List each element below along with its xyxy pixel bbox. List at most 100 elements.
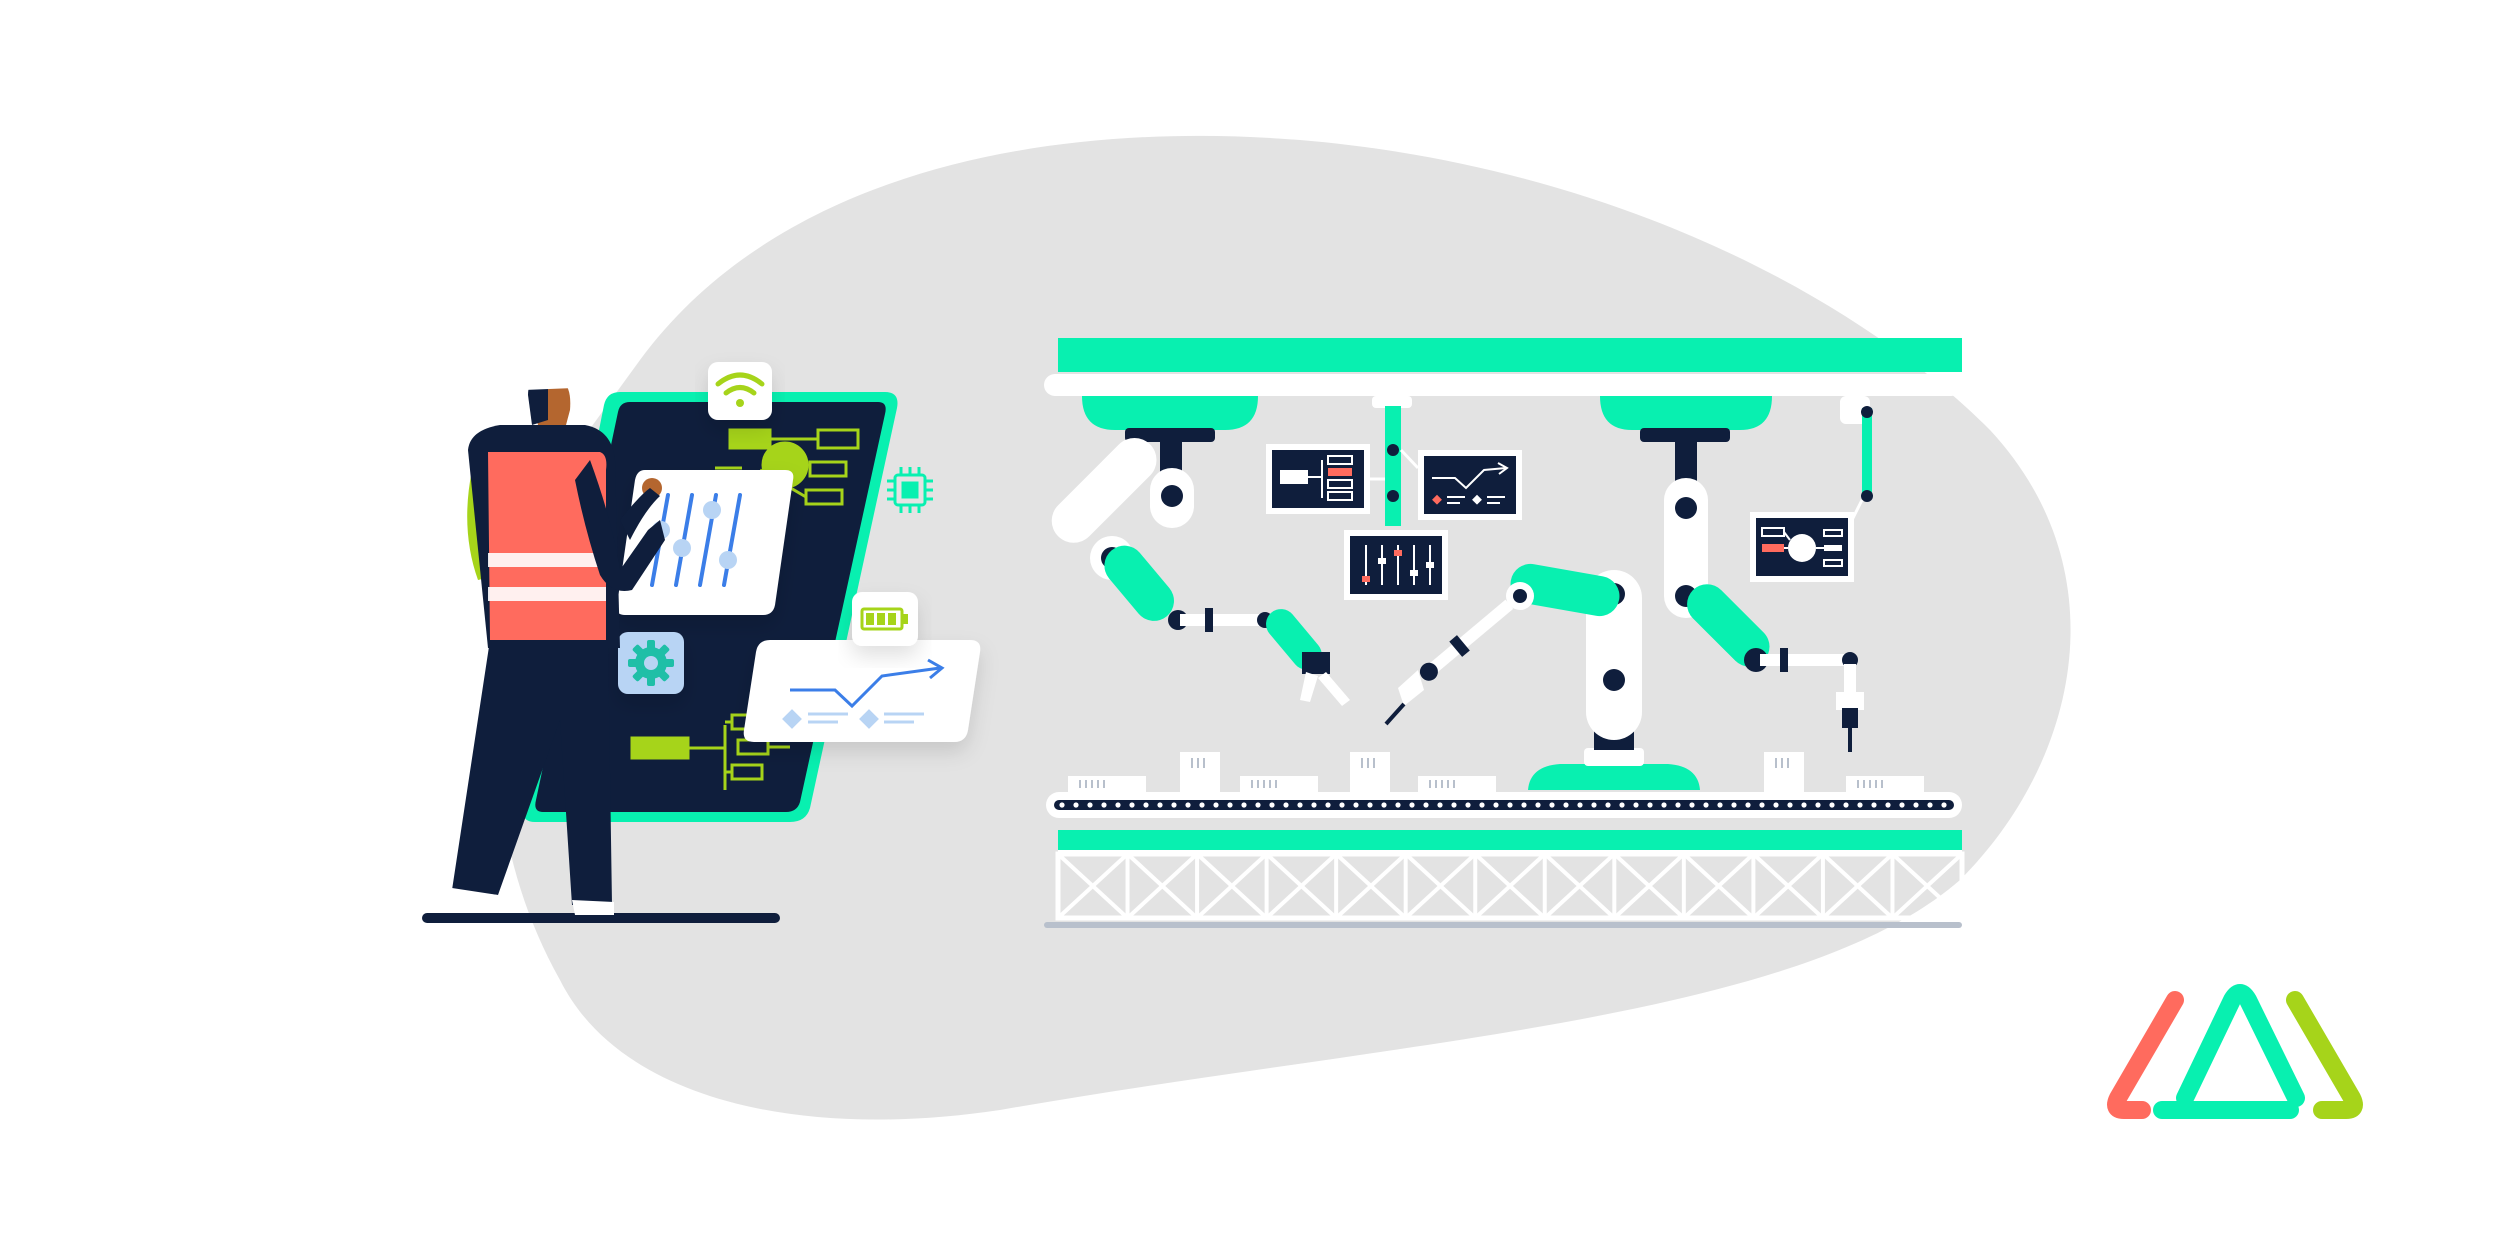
- truss-strut: [1612, 852, 1686, 920]
- conveyor-roller: [1269, 802, 1275, 808]
- conveyor-roller: [1353, 802, 1359, 808]
- conveyor-roller: [1255, 802, 1261, 808]
- conveyor-roller: [1633, 802, 1639, 808]
- conveyor-roller: [1479, 802, 1485, 808]
- hard-hat: [524, 364, 574, 390]
- tablet-diagram-bottom: [630, 713, 790, 790]
- conveyor-roller: [1843, 802, 1849, 808]
- conveyor-roller: [1143, 802, 1149, 808]
- tall-box: [1180, 752, 1220, 792]
- conveyor-roller: [1171, 802, 1177, 808]
- conveyor-roller: [1591, 802, 1597, 808]
- conveyor-roller: [1339, 802, 1345, 808]
- conveyor-roller: [1703, 802, 1709, 808]
- conveyor-roller: [1535, 802, 1541, 808]
- conveyor-roller: [1325, 802, 1331, 808]
- flat-box: [1240, 776, 1318, 792]
- robot-arm-3: [1664, 442, 1864, 752]
- chip-icon: [887, 467, 933, 513]
- chart-card: [743, 640, 981, 742]
- flat-box: [1068, 776, 1146, 792]
- conveyor-roller: [1941, 802, 1947, 808]
- monitor-chart-panel: [1399, 448, 1522, 520]
- truss-strut: [1821, 852, 1894, 920]
- conveyor-roller: [1857, 802, 1863, 808]
- conveyor-roller: [1493, 802, 1499, 808]
- truss-strut: [1752, 852, 1825, 920]
- conveyor-roller: [1521, 802, 1527, 808]
- conveyor-roller: [1101, 802, 1107, 808]
- robot-arm-1: [1051, 437, 1350, 706]
- conveyor-roller: [1717, 802, 1723, 808]
- conveyor-roller: [1451, 802, 1457, 808]
- monitor-diagram-panel: [1266, 444, 1385, 514]
- conveyor-roller: [1507, 802, 1513, 808]
- conveyor-roller: [1129, 802, 1135, 808]
- gantry-beam: [1058, 338, 1962, 372]
- conveyor-roller: [1619, 802, 1625, 808]
- conveyor-roller: [1885, 802, 1891, 808]
- brand-logo: [2107, 984, 2363, 1119]
- truss-strut: [1056, 852, 1129, 920]
- tall-box: [1350, 752, 1390, 792]
- slider-knobs: [652, 501, 737, 569]
- conveyor-roller: [1759, 802, 1765, 808]
- conveyor-roller: [1745, 802, 1751, 808]
- truss-strut: [1891, 852, 1964, 920]
- flat-box: [1846, 776, 1924, 792]
- conveyor-roller: [1661, 802, 1667, 808]
- tall-box: [1764, 752, 1804, 792]
- conveyor-roller: [1465, 802, 1471, 808]
- wifi-icon-glyph: [715, 372, 765, 407]
- truss-strut: [1404, 852, 1477, 920]
- conveyor-roller: [1059, 802, 1065, 808]
- conveyor-roller: [1605, 802, 1611, 808]
- conveyor-roller: [1241, 802, 1247, 808]
- conveyor-roller: [1731, 802, 1737, 808]
- truss-strut: [1195, 852, 1268, 920]
- conveyor-roller: [1381, 802, 1387, 808]
- conveyor-roller: [1311, 802, 1317, 808]
- conveyor-roller: [1787, 802, 1793, 808]
- conveyor-roller: [1829, 802, 1835, 808]
- conveyor-roller: [1395, 802, 1401, 808]
- slider-card: [616, 470, 794, 615]
- robot-arm-2: [1384, 563, 1700, 790]
- conveyor-truss: [1044, 851, 1965, 928]
- worker: [422, 364, 780, 923]
- conveyor-roller: [1283, 802, 1289, 808]
- conveyor-roller: [1675, 802, 1681, 808]
- conveyor-roller: [1115, 802, 1121, 808]
- conveyor-roller: [1913, 802, 1919, 808]
- gear-icon-glyph: [628, 640, 674, 686]
- truss-strut: [1126, 852, 1199, 920]
- conveyor-roller: [1689, 802, 1695, 808]
- conveyor-roller: [1199, 802, 1205, 808]
- conveyor-roller: [1871, 802, 1877, 808]
- conveyor-roller: [1367, 802, 1373, 808]
- wifi-icon: [708, 362, 772, 420]
- center-pole: [1385, 406, 1401, 526]
- conveyor-roller: [1801, 802, 1807, 808]
- conveyor-roller: [1927, 802, 1933, 808]
- conveyor-roller: [1213, 802, 1219, 808]
- conveyor-roller: [1297, 802, 1303, 808]
- conveyor-roller: [1437, 802, 1443, 808]
- gantry-rail: [1044, 374, 1962, 396]
- production-line: [1044, 338, 1965, 928]
- tablet-group: [523, 362, 981, 822]
- conveyor-roller: [1773, 802, 1779, 808]
- conveyor-roller: [1423, 802, 1429, 808]
- ground-line: [422, 913, 780, 923]
- conveyor-roller: [1227, 802, 1233, 808]
- conveyor-roller: [1815, 802, 1821, 808]
- chart-card-content: [782, 658, 945, 729]
- truss-strut: [1265, 852, 1338, 920]
- conveyor-roller: [1899, 802, 1905, 808]
- conveyor-roller: [1087, 802, 1093, 808]
- monitor-sliders-panel: [1344, 530, 1448, 600]
- truss-strut: [1473, 852, 1547, 920]
- conveyor-roller: [1563, 802, 1569, 808]
- conveyor-roller: [1647, 802, 1653, 808]
